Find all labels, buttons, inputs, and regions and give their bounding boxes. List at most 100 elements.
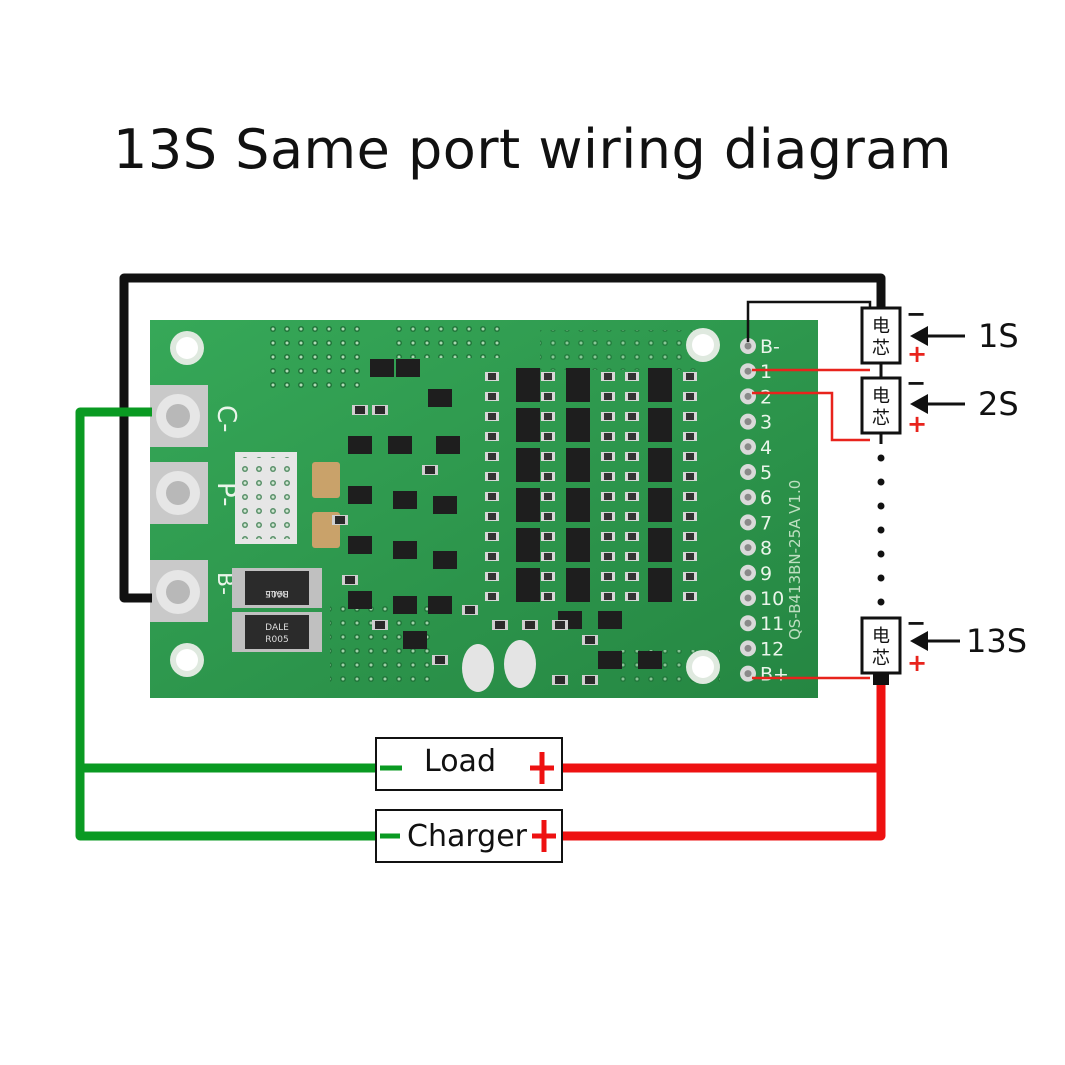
diagram-title: 13S Same port wiring diagram [113,118,952,181]
mosfet-chip [516,368,540,402]
mosfet-chip [648,488,672,522]
cell-13s-minus: − [906,609,926,637]
mosfet-chip [648,568,672,602]
dot [877,526,885,534]
capacitor-3 [462,644,494,692]
sot-chip [396,359,420,377]
green-wire [75,407,376,841]
sot-chip [370,359,394,377]
red-wire-charger [562,760,886,841]
mosfet-chip [648,368,672,402]
mosfet-chip [516,568,540,602]
pin-label: 8 [760,538,772,560]
pin-label: 10 [760,588,784,610]
charger-plus-mark [532,820,556,852]
port-label-b: B- [212,572,237,595]
mounting-hole-tr [686,328,720,362]
capacitor-1 [312,462,340,498]
b-minus-sense-wire [746,300,872,342]
load-box: Load [375,737,563,791]
dot [877,502,885,510]
arrow-left-icon [910,326,965,346]
pin-label: 11 [760,613,784,635]
pad-c-minus [150,385,208,447]
black-wire [119,273,886,603]
mosfet-chip [566,448,590,482]
charger-box: Charger [375,809,563,863]
pin-label: 1 [760,361,772,383]
sot-chip [393,596,417,614]
pin-label: 9 [760,563,772,585]
dot [877,574,885,582]
cell-2s-plus: + [907,410,927,438]
pad-p-minus [150,462,208,524]
sense-wire-2 [752,391,870,442]
cell-13s-glyph-bottom: 芯 [872,648,890,669]
cell-1s: 电 芯 − + 1S [860,300,1019,368]
arrow-left-icon [910,631,960,651]
pin-label: B+ [760,664,789,686]
pin-label: 2 [760,386,772,408]
pin-label: 5 [760,462,772,484]
svg-text:DALE: DALE [265,588,289,598]
pin-label: B- [760,336,780,358]
cell-1s-glyph-top: 电 [872,316,890,337]
load-label: Load [424,744,496,779]
shunt-resistor-2: DALE R005 [232,612,322,652]
cell-2s-minus: − [906,369,926,397]
mosfet-chip [516,528,540,562]
arrow-left-icon [910,394,965,414]
mosfet-chip [566,528,590,562]
cell-1s-minus: − [906,300,926,328]
mosfet-chip [516,408,540,442]
mosfet-chip [648,408,672,442]
sot-chip [598,611,622,629]
sot-chip [348,536,372,554]
component-field [332,359,697,685]
mounting-hole-tl [170,331,204,365]
mounting-hole-bl [170,643,204,677]
dot [877,454,885,462]
dot [877,478,885,486]
mosfet-chip [566,368,590,402]
cell-13s: 电 芯 − + 13S [860,609,1027,677]
capacitor-4 [504,640,536,688]
sot-chip [393,491,417,509]
sot-chip [393,541,417,559]
sot-chip [598,651,622,669]
pad-b-minus [150,560,208,622]
mounting-hole-br [686,650,720,684]
cell-1s-label: 1S [978,317,1019,355]
cell-1s-plus: + [907,340,927,368]
port-label-c: C- [211,405,241,433]
mosfet-chip [516,488,540,522]
sot-chip [348,436,372,454]
cell-2s-glyph-bottom: 芯 [872,408,890,429]
mosfet-chip [648,528,672,562]
svg-text:R005: R005 [265,588,288,598]
mosfet-chip [516,448,540,482]
shunt-resistor-1: R005 DALE [232,568,322,608]
cell-1s-glyph-bottom: 芯 [872,338,890,359]
sot-chip [403,631,427,649]
load-plus-mark [530,752,554,784]
pin-label: 6 [760,487,772,509]
board-silkscreen: QS-B413BN-25A V1.0 [786,480,804,640]
mosfet-chip [566,568,590,602]
dot [877,598,885,606]
charger-label: Charger [407,819,528,854]
sot-chip [433,496,457,514]
mosfet-chip [566,488,590,522]
svg-text:R005: R005 [265,635,288,645]
sot-chip [428,389,452,407]
dot [877,550,885,558]
pcb-board: C- P- B- R005 DALE DALE R005 QS-B413BN-2… [150,318,818,698]
sot-chip [436,436,460,454]
sot-chip [638,651,662,669]
cell-2s-label: 2S [978,385,1019,423]
sot-chip [433,551,457,569]
sot-chip [348,486,372,504]
pin-label: 7 [760,512,772,534]
mosfet-chip [648,448,672,482]
